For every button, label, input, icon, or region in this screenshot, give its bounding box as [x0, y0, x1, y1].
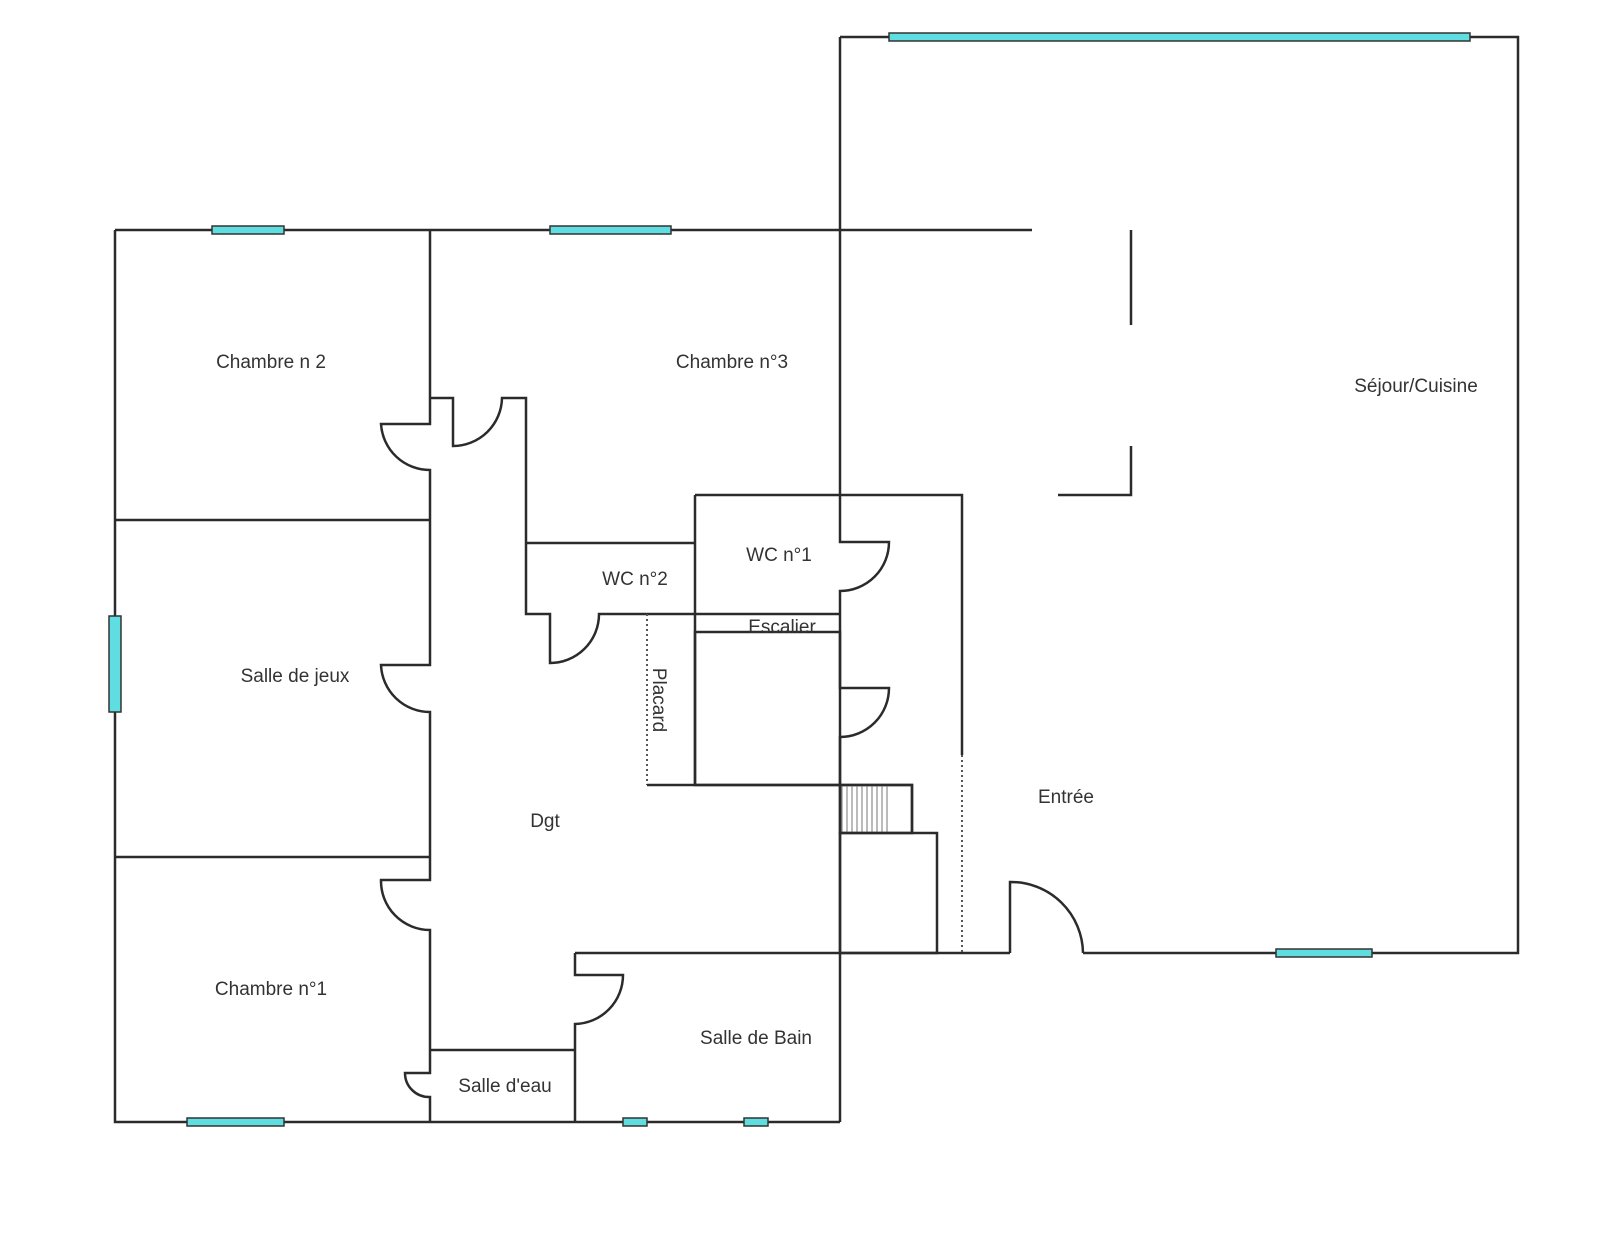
label-salle-eau: Salle d'eau	[458, 1076, 551, 1097]
label-sejour: Séjour/Cuisine	[1354, 376, 1478, 397]
stair-main	[693, 630, 842, 787]
windows	[108, 32, 1471, 1127]
label-escalier: Escalier	[748, 617, 816, 638]
label-salle-jeux: Salle de jeux	[241, 666, 350, 687]
label-dgt: Dgt	[530, 811, 560, 832]
stairs	[693, 630, 939, 955]
label-chambre2: Chambre n 2	[216, 352, 326, 373]
room-labels: Chambre n 2 Chambre n°3 Séjour/Cuisine W…	[215, 352, 1478, 1097]
label-chambre1: Chambre n°1	[215, 979, 327, 1000]
label-placard: Placard	[648, 668, 669, 732]
stair-lower	[838, 831, 939, 955]
label-wc1: WC n°1	[746, 545, 812, 566]
label-wc2: WC n°2	[602, 569, 668, 590]
label-entree: Entrée	[1038, 787, 1094, 808]
label-chambre3: Chambre n°3	[676, 352, 788, 373]
label-salle-bain: Salle de Bain	[700, 1028, 812, 1049]
walls	[113, 35, 1520, 1124]
